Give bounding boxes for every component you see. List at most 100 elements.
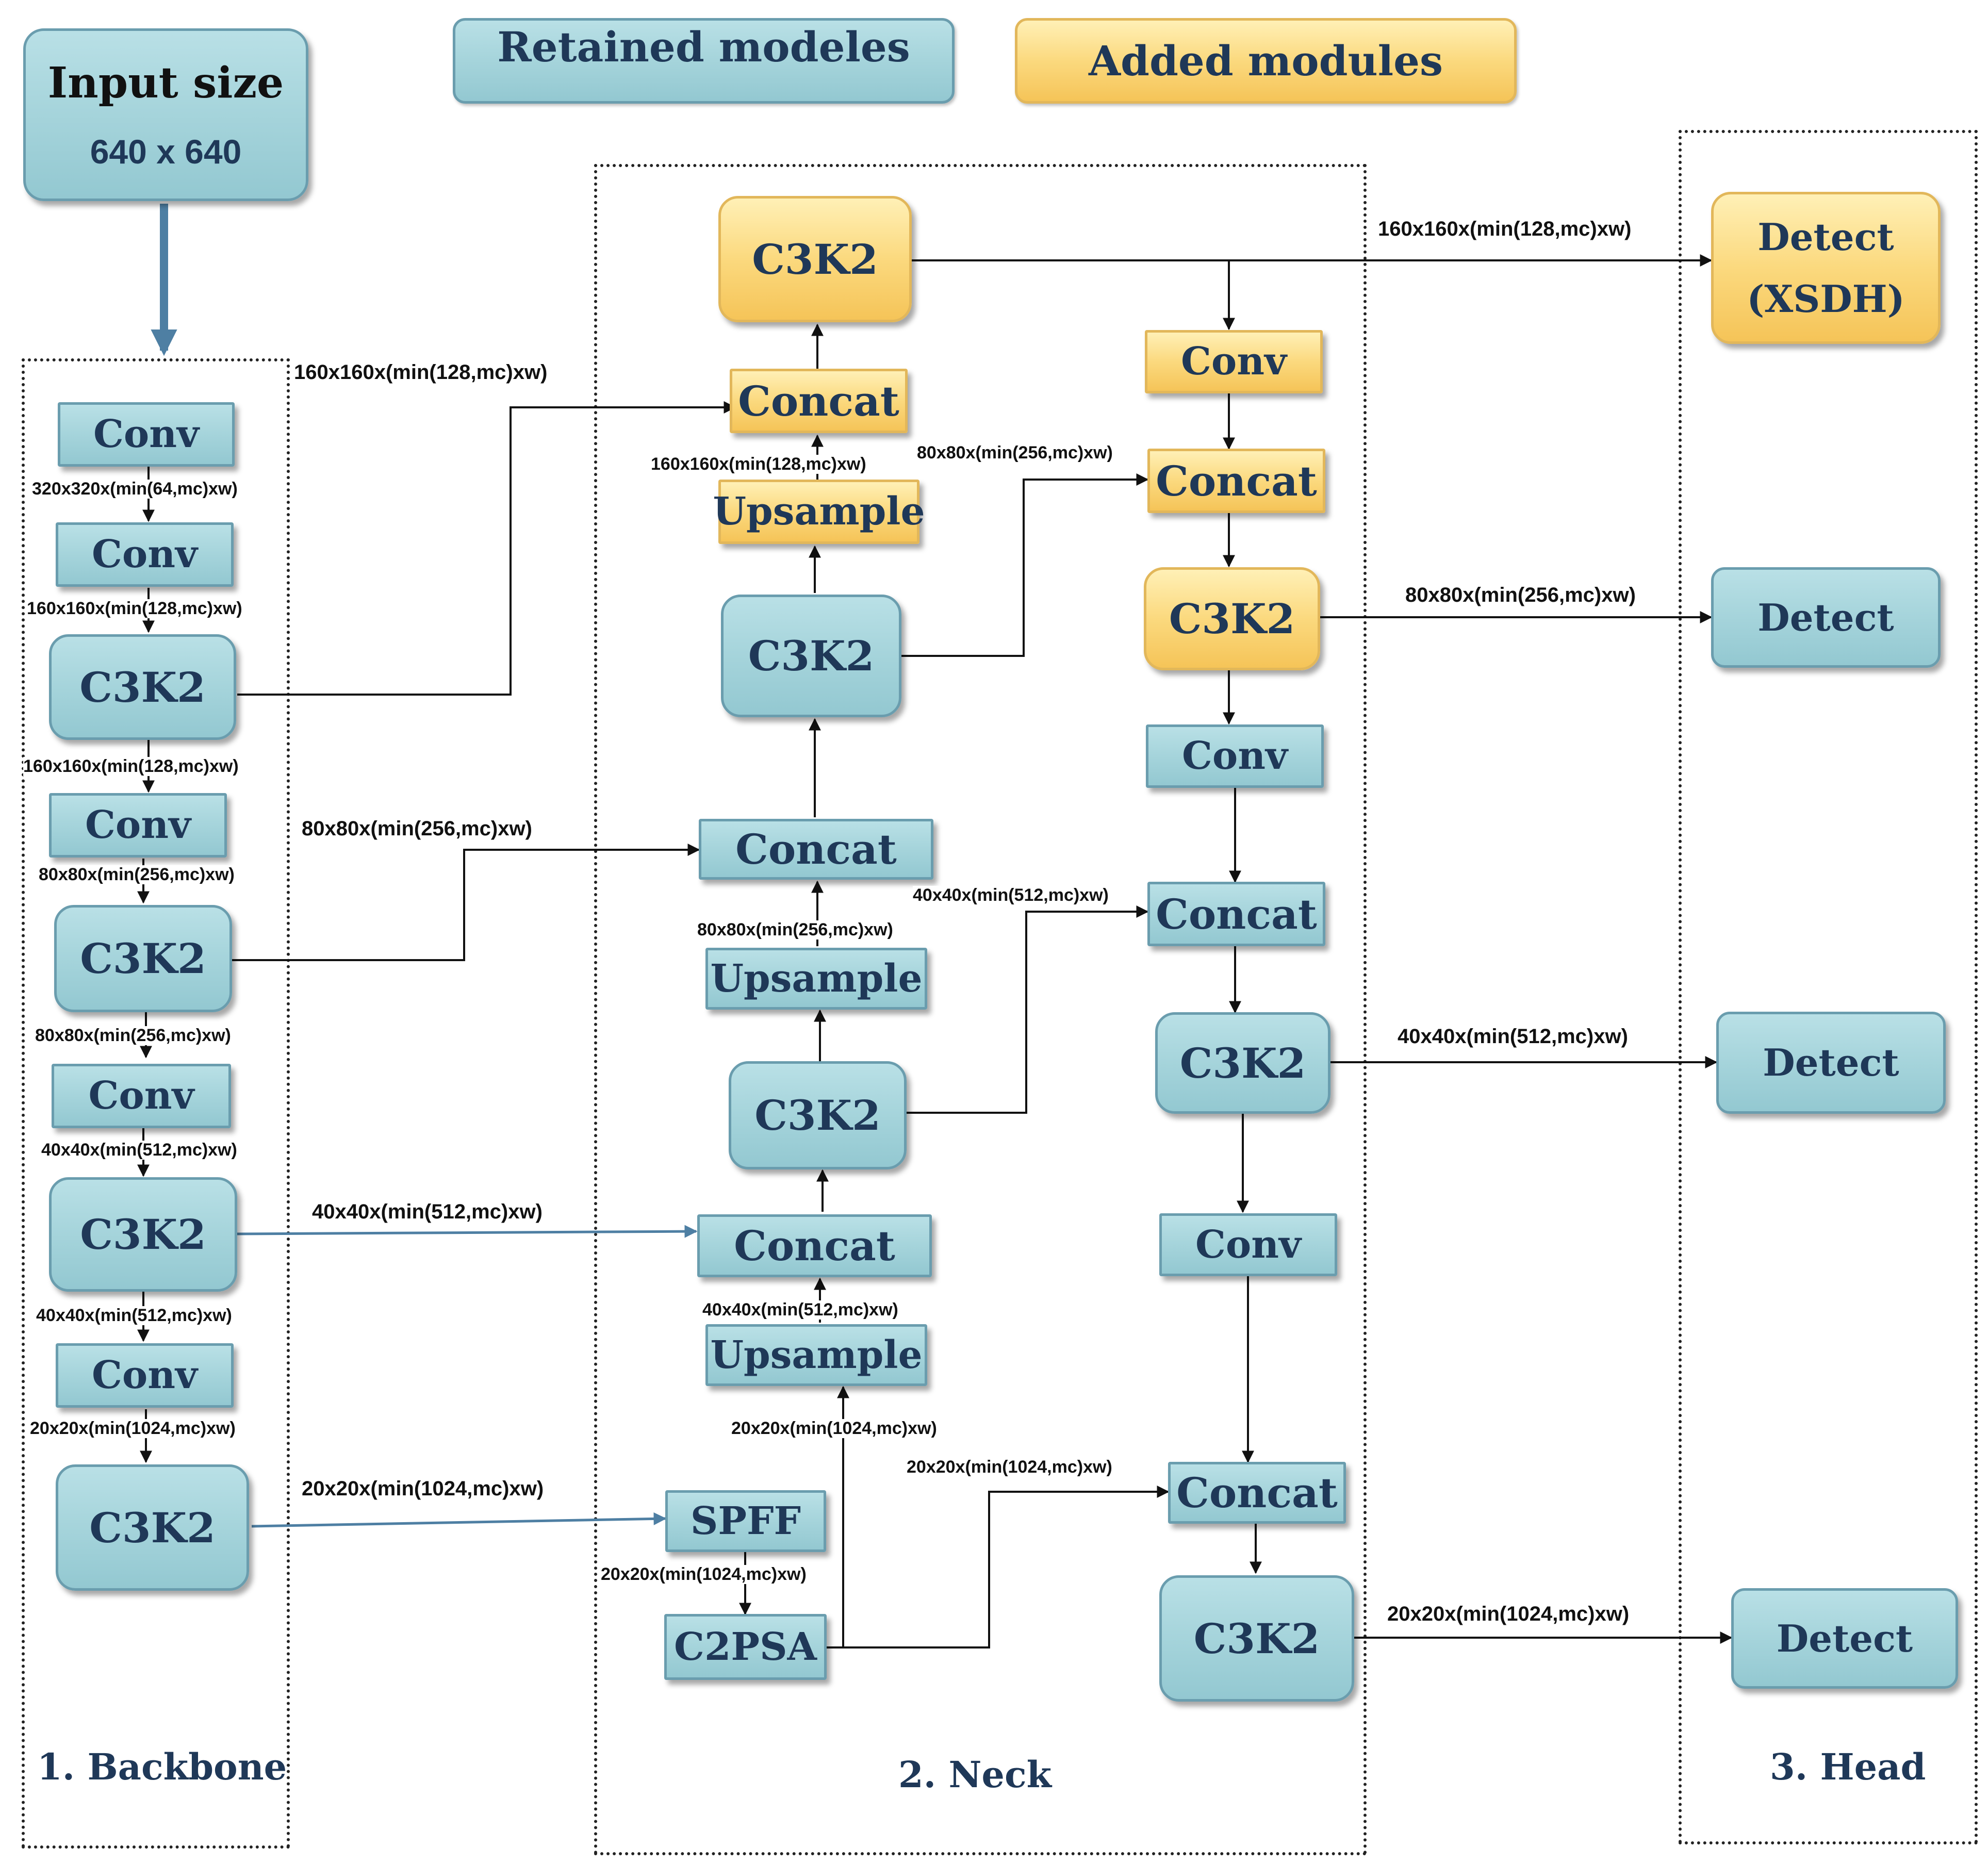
backbone-region [22, 358, 290, 1849]
backbone-conv-4: Conv [52, 1064, 231, 1128]
neck-concat-low-label: Concat [734, 1222, 895, 1270]
neck-label-upsample-low: 20x20x(min(1024,mc)xw) [731, 1419, 937, 1439]
backbone-label-1: 320x320x(min(64,mc)xw) [32, 479, 238, 499]
backbone-conv-4-label: Conv [88, 1074, 194, 1118]
neck-upsample-low-label: Upsample [710, 1332, 923, 1377]
neck-r-conv-2-label: Conv [1181, 734, 1288, 779]
neck-c2psa: C2PSA [664, 1614, 827, 1680]
neck-r-concat-2: Concat [1147, 882, 1325, 946]
section-neck: 2. Neck [898, 1753, 1052, 1796]
head-detect-xsdh-line2: (XSDH) [1747, 276, 1905, 321]
head-detect-2-label: Detect [1757, 595, 1894, 639]
neck-c3k2-top-label: C3K2 [752, 235, 878, 284]
neck-r-conv-3-label: Conv [1195, 1222, 1302, 1267]
head-detect-4-label: Detect [1776, 1616, 1913, 1660]
input-size-title: Input size [47, 58, 284, 108]
neck-spff: SPFF [665, 1490, 826, 1552]
backbone-conv-1: Conv [58, 402, 235, 467]
backbone-conv-3-label: Conv [85, 803, 191, 848]
neck-r-concat-3-label: Concat [1176, 1469, 1338, 1517]
backbone-c3k2-4: C3K2 [56, 1464, 249, 1591]
backbone-c3k2-2-label: C3K2 [80, 934, 206, 983]
neck-r-conv-3: Conv [1159, 1213, 1337, 1276]
neck-label-r-concat-3: 20x20x(min(1024,mc)xw) [907, 1457, 1112, 1477]
section-backbone: 1. Backbone [37, 1745, 287, 1788]
neck-concat-mid-label: Concat [735, 825, 897, 873]
neck-c3k2-upper-label: C3K2 [748, 632, 875, 680]
backbone-label-5: 80x80x(min(256,mc)xw) [35, 1026, 231, 1046]
link-label-80: 80x80x(min(256,mc)xw) [302, 817, 532, 840]
backbone-label-4: 80x80x(min(256,mc)xw) [39, 865, 235, 885]
section-head: 3. Head [1770, 1745, 1926, 1788]
neck-concat-low: Concat [697, 1214, 932, 1277]
backbone-label-3: 160x160x(min(128,mc)xw) [23, 756, 239, 777]
neck-r-conv-2: Conv [1146, 724, 1324, 788]
neck-label-concat-mid: 80x80x(min(256,mc)xw) [697, 920, 893, 940]
link-label-160: 160x160x(min(128,mc)xw) [294, 361, 548, 384]
neck-region [594, 164, 1367, 1855]
backbone-c3k2-1-label: C3K2 [79, 663, 206, 712]
neck-r-conv-1: Conv [1145, 330, 1323, 393]
backbone-label-7: 40x40x(min(512,mc)xw) [36, 1306, 232, 1326]
neck-r-concat-1-label: Concat [1156, 456, 1317, 505]
head-label-4: 20x20x(min(1024,mc)xw) [1387, 1603, 1630, 1625]
neck-c3k2-top: C3K2 [718, 196, 912, 322]
link-c3k2-4-to-spff [251, 1512, 667, 1528]
neck-r-c3k2-1: C3K2 [1144, 567, 1320, 670]
link-c3k2-2-to-concat-mid [231, 844, 700, 961]
link-c3k2-upper-to-r-concat1 [900, 473, 1149, 657]
backbone-c3k2-3-label: C3K2 [80, 1210, 206, 1259]
neck-r-concat-1: Concat [1147, 449, 1325, 513]
legend-retained: Retained modeles [453, 18, 955, 104]
backbone-label-2: 160x160x(min(128,mc)xw) [27, 599, 242, 619]
head-detect-xsdh: Detect (XSDH) [1711, 192, 1941, 344]
neck-r-conv-1-label: Conv [1180, 339, 1287, 384]
neck-c2psa-label: C2PSA [674, 1624, 817, 1669]
neck-r-concat-2-label: Concat [1156, 889, 1317, 938]
backbone-c3k2-1: C3K2 [49, 634, 236, 740]
neck-r-c3k2-2: C3K2 [1155, 1012, 1330, 1114]
neck-c3k2-upper: C3K2 [721, 595, 901, 717]
link-c3k2-1-to-concat-top [237, 401, 736, 696]
backbone-conv-2: Conv [56, 522, 234, 587]
input-size-value: 640 x 640 [90, 132, 242, 171]
input-size-box: Input size 640 x 640 [23, 28, 308, 201]
backbone-conv-1-label: Conv [93, 412, 200, 457]
backbone-label-8: 20x20x(min(1024,mc)xw) [30, 1419, 236, 1439]
backbone-c3k2-4-label: C3K2 [89, 1503, 216, 1552]
neck-upsample-low: Upsample [705, 1324, 927, 1386]
link-label-40: 40x40x(min(512,mc)xw) [312, 1200, 543, 1223]
neck-upsample-mid-label: Upsample [710, 956, 923, 1001]
neck-r-c3k2-3: C3K2 [1159, 1575, 1354, 1702]
link-c2psa-to-r-concat3 [812, 1486, 1170, 1648]
backbone-label-6: 40x40x(min(512,mc)xw) [41, 1140, 237, 1160]
neck-upsample-top-label: Upsample [713, 489, 925, 534]
backbone-conv-3: Conv [49, 793, 227, 858]
neck-label-r-concat-1: 80x80x(min(256,mc)xw) [917, 443, 1113, 463]
neck-r-c3k2-2-label: C3K2 [1179, 1038, 1306, 1087]
neck-label-r-concat-2: 40x40x(min(512,mc)xw) [913, 885, 1109, 905]
backbone-conv-5-label: Conv [91, 1353, 198, 1398]
neck-upsample-mid: Upsample [705, 948, 927, 1010]
neck-r-concat-3: Concat [1168, 1462, 1346, 1524]
head-detect-3: Detect [1716, 1012, 1946, 1114]
neck-upsample-top: Upsample [713, 480, 925, 544]
legend-added-label: Added modules [1088, 37, 1443, 85]
neck-label-spff: 20x20x(min(1024,mc)xw) [601, 1564, 807, 1585]
neck-concat-top-label: Concat [738, 376, 899, 425]
link-label-20: 20x20x(min(1024,mc)xw) [302, 1477, 544, 1500]
legend-retained-label: Retained modeles [497, 22, 910, 71]
neck-concat-top: Concat [730, 369, 908, 433]
neck-r-c3k2-3-label: C3K2 [1193, 1614, 1320, 1663]
link-c3k2-mid-to-r-concat2 [905, 905, 1149, 1114]
legend-added: Added modules [1015, 18, 1517, 104]
neck-c3k2-mid: C3K2 [729, 1061, 907, 1169]
head-detect-xsdh-line1: Detect [1757, 215, 1894, 259]
head-detect-4: Detect [1731, 1588, 1958, 1689]
head-detect-2: Detect [1711, 567, 1941, 668]
neck-label-concat-top: 160x160x(min(128,mc)xw) [651, 454, 866, 474]
backbone-c3k2-2: C3K2 [54, 905, 232, 1012]
neck-r-c3k2-1-label: C3K2 [1169, 595, 1295, 643]
